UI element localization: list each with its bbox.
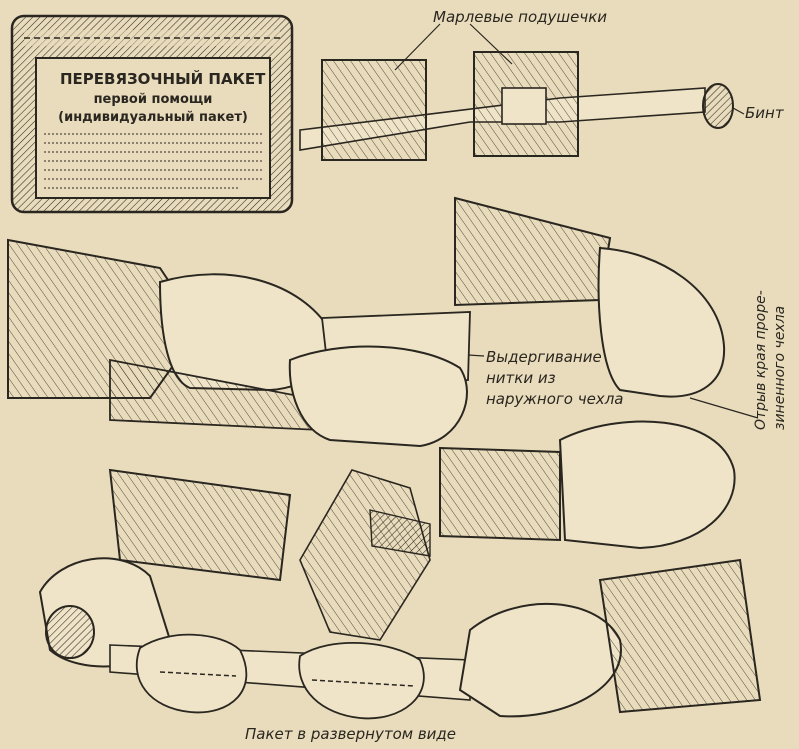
cover-fragment bbox=[300, 470, 430, 640]
label-unfolded-packet: Пакет в развернутом виде bbox=[245, 727, 456, 742]
label-pull-thread-2: нитки из bbox=[486, 371, 556, 386]
label-bandage: Бинт bbox=[745, 106, 784, 121]
label-pull-thread-3: наружного чехла bbox=[486, 392, 623, 407]
gauze-pads-diagram bbox=[300, 24, 744, 160]
package-line3: (индивидуальный пакет) bbox=[48, 111, 258, 124]
label-tear-edges-1: Отрыв края проре- bbox=[754, 290, 768, 430]
label-tear-edges-2: зиненного чехла bbox=[773, 306, 787, 430]
label-gauze-pads: Марлевые подушечки bbox=[433, 10, 607, 25]
package-title: ПЕРЕВЯЗОЧНЫЙ ПАКЕТ bbox=[60, 72, 246, 87]
package-line2: первой помощи bbox=[60, 93, 246, 106]
label-pull-thread-1: Выдергивание bbox=[486, 350, 602, 365]
hands-pulling-thread bbox=[8, 240, 484, 446]
